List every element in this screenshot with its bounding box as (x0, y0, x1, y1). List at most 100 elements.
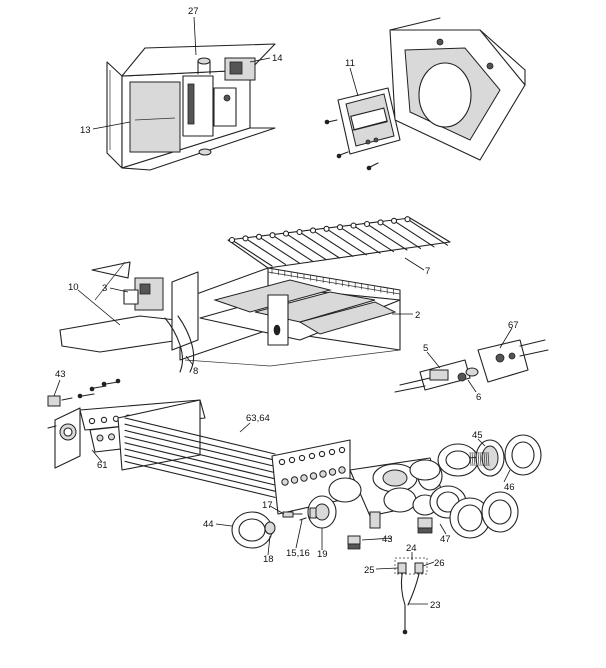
callout-23: 23 (430, 600, 441, 611)
bundle-tube (124, 442, 276, 480)
spring-coil (485, 451, 488, 467)
tube (244, 237, 287, 265)
callout-3: 3 (102, 283, 107, 294)
tube-end (390, 217, 398, 224)
bundle-tube (124, 417, 276, 455)
callout-6: 6 (476, 392, 481, 403)
tube (339, 226, 381, 254)
callout-8: 8 (193, 366, 198, 377)
bundle-tube (124, 423, 276, 461)
header-hole (338, 446, 346, 454)
callout-7: 7 (425, 266, 430, 277)
callout-labels: 27 14 13 11 7 10 3 2 8 67 5 6 43 61 63,6… (55, 6, 519, 611)
callout-19: 19 (317, 549, 328, 560)
tube-end (377, 219, 384, 226)
spring-coil (471, 451, 474, 467)
header-hole (328, 448, 336, 456)
callout-43-left: 43 (55, 369, 66, 380)
tube-end (404, 216, 411, 223)
tube (312, 229, 354, 257)
callout-18: 18 (263, 554, 274, 565)
header-port (319, 470, 327, 478)
callout-11: 11 (345, 58, 355, 69)
callout-13: 13 (80, 125, 91, 136)
callout-10: 10 (68, 282, 79, 293)
tube-end (296, 228, 303, 236)
callout-45: 45 (472, 430, 483, 441)
callout-5: 5 (423, 343, 428, 354)
tube (258, 236, 300, 264)
header-hole (88, 417, 96, 425)
tube (352, 225, 395, 253)
header-hole (308, 452, 316, 460)
spring-coil (477, 451, 480, 467)
tube-end (228, 236, 236, 244)
callout-61: 61 (97, 460, 108, 471)
callout-24: 24 (406, 543, 417, 554)
tube-end (350, 222, 357, 229)
leader-lines (53, 16, 513, 605)
callout-27: 27 (188, 6, 199, 17)
bundle-tube (124, 436, 276, 474)
spring-coil (483, 451, 486, 467)
header-hole (278, 458, 286, 466)
callout-67: 67 (508, 320, 519, 331)
bundle-tube (124, 429, 276, 467)
tube (285, 233, 327, 261)
tube-end (269, 232, 276, 239)
tube-bundle (117, 399, 351, 515)
callout-46: 46 (504, 482, 515, 493)
spring-coil (473, 451, 476, 467)
ignitor-assembly (394, 339, 549, 393)
tube (231, 239, 273, 267)
callout-2: 2 (415, 310, 420, 321)
header-port (300, 474, 308, 482)
header-hole (288, 456, 296, 464)
header-port (108, 433, 115, 441)
tube (271, 234, 314, 262)
callout-17: 17 (262, 500, 273, 511)
tube (325, 228, 368, 256)
tube-end (336, 224, 344, 231)
callout-15-16: 15,16 (286, 548, 310, 559)
tube-end (323, 225, 330, 232)
tube (393, 220, 435, 248)
header-port (338, 466, 346, 474)
left-cap-fittings (231, 495, 361, 550)
header-port (309, 472, 318, 480)
spring-coil (475, 451, 478, 467)
tube-end (282, 230, 290, 237)
tube (366, 223, 408, 251)
callout-14: 14 (272, 53, 283, 64)
bundle-tube (124, 454, 276, 492)
header-port (281, 478, 289, 486)
bundle-tube (124, 448, 276, 486)
tube-end (242, 235, 249, 242)
header-hole (318, 450, 326, 458)
control-panel-bezel (324, 87, 401, 171)
header-port (290, 476, 299, 484)
header-hole (298, 454, 306, 462)
callout-47: 47 (440, 534, 451, 545)
bundle-tube (124, 460, 276, 498)
header-hole (100, 416, 108, 424)
callout-26: 26 (434, 558, 445, 569)
tube (406, 218, 449, 246)
callout-43-right: 43 (382, 534, 393, 545)
front-door-frame (389, 17, 526, 161)
thermistor-assembly (394, 557, 428, 635)
header-port (96, 434, 104, 442)
tube (298, 231, 341, 259)
tube-end (309, 227, 317, 234)
header-port (328, 468, 337, 476)
spring-coil (487, 451, 490, 467)
burner-tray (179, 267, 401, 367)
callout-44: 44 (203, 519, 214, 530)
tube (379, 221, 422, 249)
top-tube-rack (227, 216, 451, 269)
spring-coil (479, 451, 482, 467)
tube-end (363, 220, 371, 228)
spring-coil (481, 451, 484, 467)
tube-end (255, 233, 263, 240)
